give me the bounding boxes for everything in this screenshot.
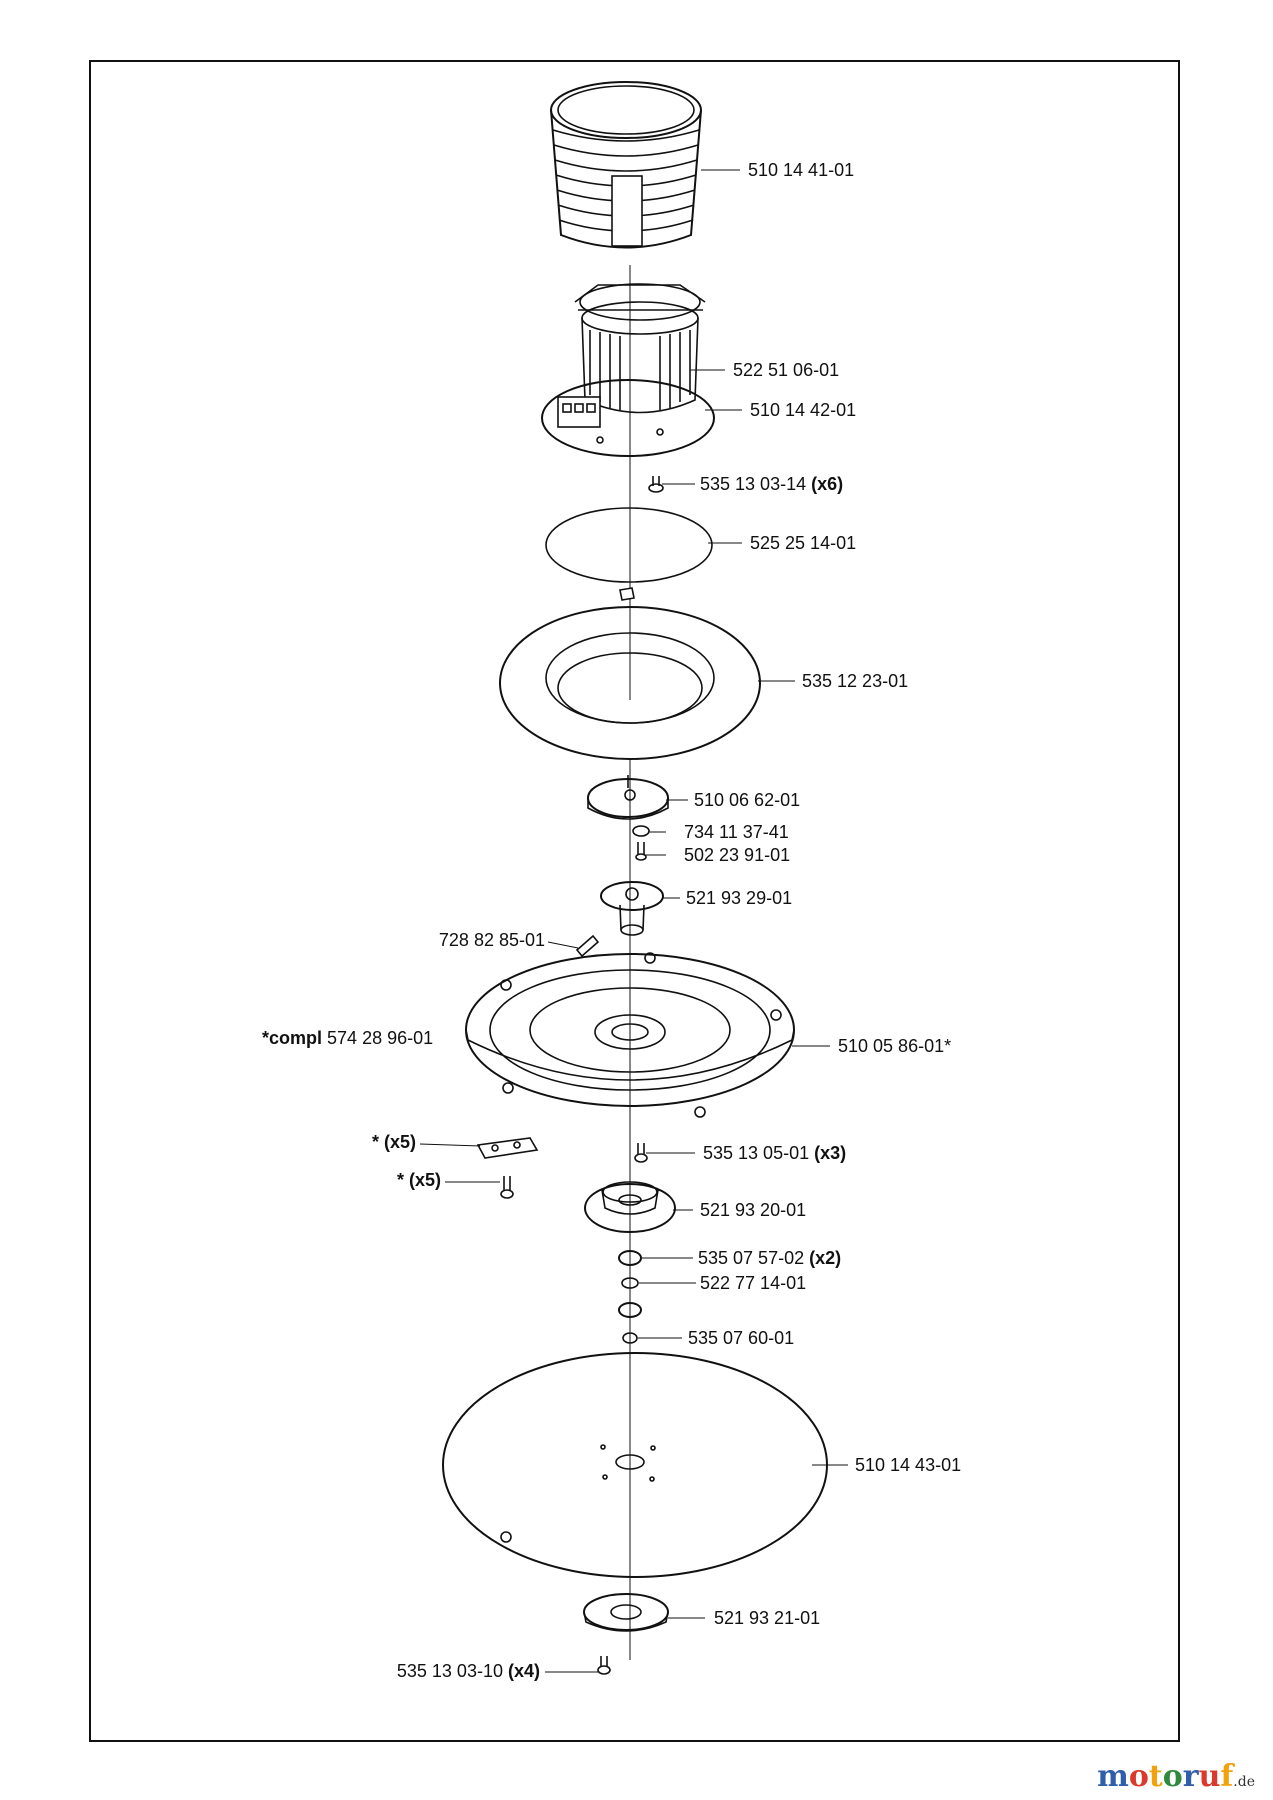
callout-510-14-43-01: 510 14 43-01 <box>855 1455 962 1475</box>
part-bearing-housing <box>584 1181 676 1233</box>
callout-574-28-96-01: *compl 574 28 96-01 <box>262 1028 434 1048</box>
logo-letter: f <box>1220 1759 1234 1794</box>
part-spacer <box>621 1277 639 1289</box>
part-screw-bottom <box>597 1656 611 1675</box>
part-hub <box>600 881 664 936</box>
part-bearing-lower <box>618 1302 642 1318</box>
callout-728-82-85-01: 728 82 85-01 <box>438 930 545 950</box>
logo-letters: motoruf <box>1097 1759 1233 1794</box>
callout-734-11-37-41: 734 11 37-41 <box>684 822 789 842</box>
part-small-disc <box>587 775 669 820</box>
part-gasket <box>545 507 713 583</box>
part-bearing <box>618 1250 642 1266</box>
logo-letter: u <box>1198 1759 1221 1794</box>
part-washer <box>632 825 650 837</box>
part-bottom-plate <box>442 1352 828 1578</box>
callout-535-07-60-01: 535 07 60-01 <box>688 1328 795 1348</box>
part-main-disc <box>465 952 795 1118</box>
part-screw-small <box>635 842 647 861</box>
callout-502-23-91-01: 502 23 91-01 <box>684 845 791 865</box>
logo-letter: o <box>1128 1759 1149 1794</box>
logo-letter: t <box>1148 1759 1163 1794</box>
callout-521-93-21-01: 521 93 21-01 <box>714 1608 821 1628</box>
part-screw-top <box>648 476 664 493</box>
callout-535-13-05-01: 535 13 05-01 (x3) <box>703 1143 847 1163</box>
leader-lines <box>419 169 848 1673</box>
part-motor-base <box>541 379 715 457</box>
part-cover-cylinder <box>550 81 702 249</box>
callout-522-77-14-01: 522 77 14-01 <box>700 1273 807 1293</box>
callout-blade-screw-x5: * (x5) <box>396 1170 441 1190</box>
part-screw-mid <box>634 1143 648 1163</box>
callout-510-06-62-01: 510 06 62-01 <box>694 790 801 810</box>
logo-letter: o <box>1162 1759 1183 1794</box>
callout-535-07-57-02: 535 07 57-02 (x2) <box>698 1248 842 1268</box>
part-lower-hub <box>583 1593 669 1632</box>
callout-521-93-20-01: 521 93 20-01 <box>700 1200 807 1220</box>
part-blade <box>476 1137 539 1159</box>
logo-letter: m <box>1097 1759 1129 1794</box>
part-nut <box>622 1332 638 1344</box>
motoruf-logo: motoruf.de <box>1097 1759 1255 1794</box>
callout-535-13-03-14: 535 13 03-14 (x6) <box>700 474 844 494</box>
part-flange-ring <box>499 606 761 760</box>
callout-521-93-29-01: 521 93 29-01 <box>686 888 793 908</box>
callout-522-51-06-01: 522 51 06-01 <box>733 360 840 380</box>
part-blade-screw <box>500 1176 514 1199</box>
logo-tld: .de <box>1233 1774 1255 1790</box>
logo-letter: r <box>1182 1759 1199 1794</box>
callout-510-14-41-01: 510 14 41-01 <box>748 160 855 180</box>
diagram-frame <box>89 60 1180 1742</box>
callout-525-25-14-01: 525 25 14-01 <box>750 533 857 553</box>
part-set-screw <box>575 934 600 958</box>
callout-535-13-03-10: 535 13 03-10 (x4) <box>396 1661 540 1681</box>
callout-510-14-42-01: 510 14 42-01 <box>750 400 857 420</box>
part-motor <box>574 283 706 414</box>
callout-blade-x5: * (x5) <box>371 1132 416 1152</box>
callout-535-12-23-01: 535 12 23-01 <box>802 671 909 691</box>
callout-510-05-86-01: 510 05 86-01* <box>838 1036 952 1056</box>
